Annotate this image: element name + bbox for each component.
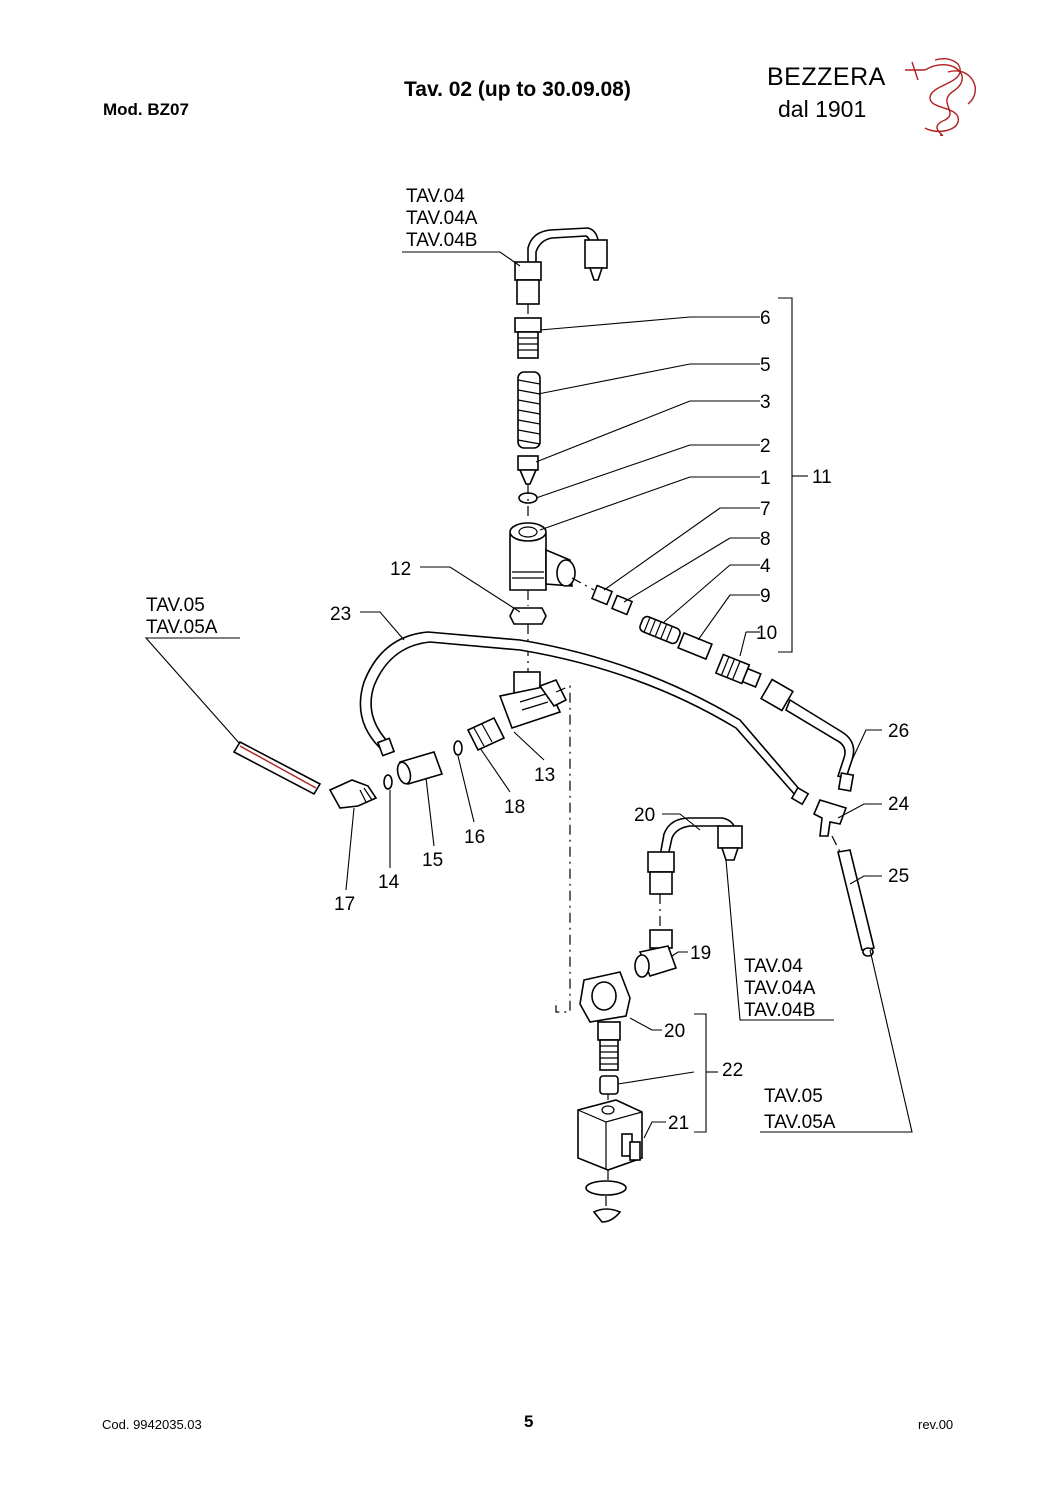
callout-26: 26 [888, 721, 909, 742]
callout-23: 23 [330, 604, 351, 625]
side-branch-parts [571, 577, 855, 792]
part-5-spring [517, 371, 541, 449]
callout-19: 19 [690, 943, 711, 964]
callout-25: 25 [888, 866, 909, 887]
part-21-coil [577, 1099, 643, 1171]
callout-12: 12 [390, 559, 411, 580]
part-25-hose [837, 849, 875, 957]
brand-name: BEZZERA [767, 63, 886, 91]
ref-tav04b-right: TAV.04B [744, 1000, 815, 1021]
callout-9: 9 [760, 586, 771, 607]
callout-2: 2 [760, 436, 771, 457]
part-20-pipe [647, 817, 743, 895]
brand-logo-icon [905, 58, 976, 137]
callout-17: 17 [334, 894, 355, 915]
ref-tav05-left: TAV.05 [146, 595, 205, 616]
callout-20-top: 20 [634, 805, 655, 826]
part-20-valve-body [579, 971, 631, 1071]
callout-13: 13 [534, 765, 555, 786]
callout-4: 4 [760, 556, 771, 577]
part-19-elbow [634, 929, 678, 978]
model-label: Mod. BZ07 [103, 100, 189, 119]
callout-16: 16 [464, 827, 485, 848]
ref-tav05a-left: TAV.05A [146, 617, 218, 638]
document-code: Cod. 9942035.03 [102, 1417, 202, 1432]
part-1-valve-body [509, 522, 576, 591]
page-title: Tav. 02 (up to 30.09.08) [404, 78, 631, 101]
part-2-oring [518, 492, 538, 504]
callout-numbers: 6 5 3 2 1 11 7 8 4 9 10 12 23 13 18 16 1… [330, 308, 910, 1134]
ref-tav04a-right: TAV.04A [744, 978, 816, 999]
ref-tav04-top: TAV.04 [406, 186, 465, 207]
ref-tav04b-top: TAV.04B [406, 230, 477, 251]
part-15-fitting [396, 751, 444, 785]
revision-label: rev.00 [918, 1417, 954, 1432]
callout-15: 15 [422, 850, 443, 871]
callout-8: 8 [760, 529, 771, 550]
part-17-elbow [328, 779, 378, 809]
callout-7: 7 [760, 499, 771, 520]
hose-tav05 [232, 740, 322, 796]
connector-line [555, 685, 571, 1013]
part-6-nipple [514, 317, 542, 359]
callout-20-bottom: 20 [664, 1021, 685, 1042]
part-12-nut [509, 607, 547, 625]
callout-6: 6 [760, 308, 771, 329]
callout-3: 3 [760, 392, 771, 413]
ref-tav04-right: TAV.04 [744, 956, 803, 977]
callout-24: 24 [888, 794, 910, 815]
ref-tav05-bottom: TAV.05 [764, 1086, 823, 1107]
callout-22: 22 [722, 1060, 743, 1081]
callout-5: 5 [760, 355, 771, 376]
part-3-piston [517, 455, 539, 485]
brand-since: dal 1901 [778, 96, 867, 122]
callout-10: 10 [756, 623, 777, 644]
page-number: 5 [524, 1412, 534, 1431]
part-14-washer [383, 774, 393, 790]
callout-21: 21 [668, 1113, 689, 1134]
ref-tav04a-top: TAV.04A [406, 208, 478, 229]
part-24-tee [812, 799, 848, 837]
upper-outlet-pipe [514, 227, 608, 305]
callout-18: 18 [504, 797, 525, 818]
part-22-core [599, 1075, 619, 1095]
washer-lower [585, 1180, 627, 1196]
ref-tav05a-bottom: TAV.05A [764, 1112, 836, 1133]
callout-11: 11 [812, 467, 832, 488]
clip-lower [592, 1208, 622, 1223]
reference-underlines [146, 637, 834, 1021]
callout-14: 14 [378, 872, 400, 893]
part-18-nipple [466, 716, 506, 752]
callout-1: 1 [760, 468, 771, 489]
part-16-washer [453, 740, 463, 756]
middle-tee-fitting [498, 671, 568, 730]
